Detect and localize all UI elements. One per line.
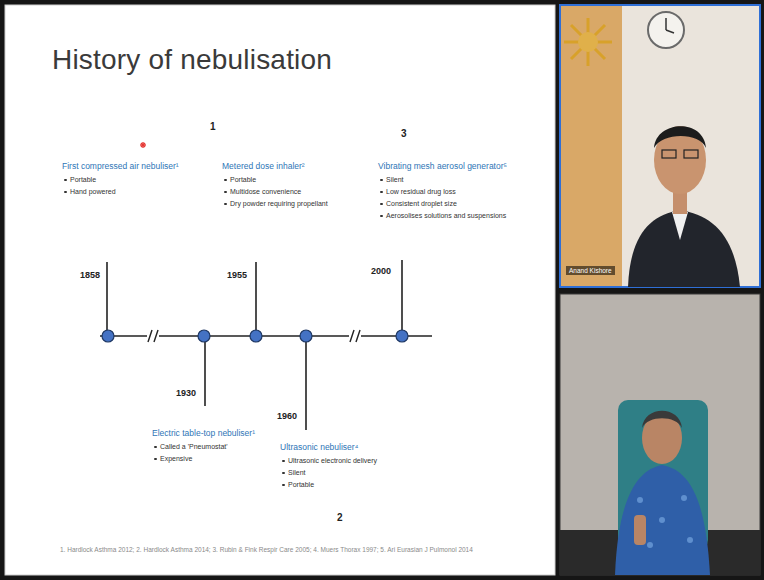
timeline: [100, 260, 432, 430]
timeline-dot: [102, 330, 408, 342]
event-heading: Ultrasonic nebuliser⁴: [280, 443, 358, 453]
bullet-item: Silent: [386, 176, 404, 184]
bullet-item: Multidose convenience: [230, 188, 301, 196]
bullet-dot: [154, 458, 157, 461]
bullet-item: Aerosolises solutions and suspensions: [386, 212, 506, 220]
bullet-dot: [224, 179, 227, 182]
reference-footer: 1. Hardlock Asthma 2012; 2. Hardlock Ast…: [60, 546, 473, 553]
bullet-dot: [282, 472, 285, 475]
bullet-dot: [380, 191, 383, 194]
bullet-item: Low residual drug loss: [386, 188, 456, 196]
timeline-break: [147, 328, 361, 344]
video-panel: [560, 294, 760, 575]
year-label: 2000: [371, 266, 391, 276]
bullet-dot: [224, 191, 227, 194]
bullet-dot: [380, 215, 383, 218]
bullet-dot: [282, 460, 285, 463]
year-label: 1955: [227, 270, 247, 280]
bullet-item: Expensive: [160, 455, 192, 463]
event-heading: Vibrating mesh aerosol generator⁵: [378, 162, 507, 172]
bullet-dot: [154, 446, 157, 449]
year-label: 1960: [277, 411, 297, 421]
bullet-dot: [64, 191, 67, 194]
bullet-dot: [224, 203, 227, 206]
bullet-item: Ultrasonic electronic delivery: [288, 457, 377, 465]
bullet-item: Portable: [230, 176, 256, 184]
callout-number: 3: [401, 128, 407, 140]
bullet-item: Portable: [70, 176, 96, 184]
bullet-item: Portable: [288, 481, 314, 489]
event-heading: First compressed air nebuliser¹: [62, 162, 179, 172]
callout-number: 1: [210, 121, 216, 133]
year-label: 1858: [80, 270, 100, 280]
pointer-mark: [140, 142, 146, 148]
bullet-dot: [380, 179, 383, 182]
bullet-dot: [64, 179, 67, 182]
event-heading: Metered dose inhaler²: [222, 162, 305, 172]
callout-number: 2: [337, 512, 343, 524]
year-label: 1930: [176, 388, 196, 398]
bullet-dot: [282, 484, 285, 487]
video-panel: [560, 5, 760, 287]
event-heading: Electric table-top nebuliser¹: [152, 429, 255, 439]
bullet-item: Hand powered: [70, 188, 116, 196]
bullet-item: Dry powder requiring propellant: [230, 200, 328, 208]
slide-ground: [5, 5, 555, 575]
participant-name: Anand Kishore: [566, 266, 615, 275]
bullet-item: Called a 'Pneumostat': [160, 443, 228, 451]
slide-title: History of nebulisation: [52, 44, 332, 76]
bullet-item: Silent: [288, 469, 306, 477]
bullet-dot: [380, 203, 383, 206]
bullet-item: Consistent droplet size: [386, 200, 457, 208]
